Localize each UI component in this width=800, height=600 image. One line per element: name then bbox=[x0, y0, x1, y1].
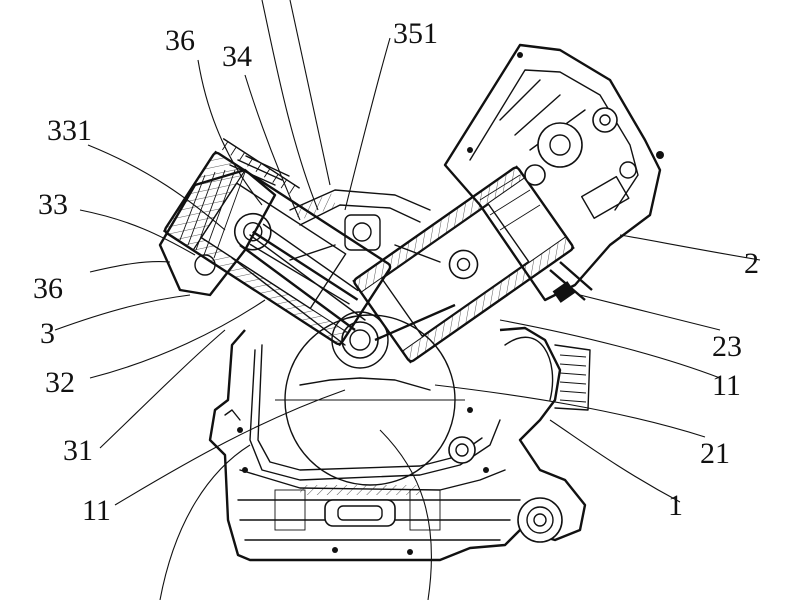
crankcase bbox=[208, 326, 591, 562]
right-cylinder bbox=[352, 165, 575, 364]
callout-331: 331 bbox=[47, 114, 92, 147]
callout-36-top: 36 bbox=[165, 24, 195, 57]
v-valley bbox=[289, 189, 441, 263]
callout-32: 32 bbox=[45, 366, 75, 399]
crankshaft bbox=[275, 311, 465, 486]
callout-1: 1 bbox=[668, 489, 683, 522]
callout-21: 21 bbox=[700, 437, 730, 470]
callout-11-left: 11 bbox=[82, 494, 111, 527]
callout-34: 34 bbox=[222, 40, 252, 73]
right-cylinder-head bbox=[443, 43, 664, 303]
callout-351: 351 bbox=[393, 17, 438, 50]
callout-labels: 36 34 351 331 33 36 3 32 31 11 2 23 11 2… bbox=[33, 17, 759, 527]
leader-lines bbox=[54, 0, 761, 600]
callout-31: 31 bbox=[63, 434, 93, 467]
left-cylinder-head bbox=[158, 155, 290, 297]
callout-11-right: 11 bbox=[712, 369, 741, 402]
callout-33: 33 bbox=[38, 188, 68, 221]
callout-3: 3 bbox=[40, 317, 55, 350]
connecting-rods bbox=[231, 234, 456, 346]
callout-36-left: 36 bbox=[33, 272, 63, 305]
callout-2: 2 bbox=[744, 247, 759, 280]
callout-23: 23 bbox=[712, 330, 742, 363]
